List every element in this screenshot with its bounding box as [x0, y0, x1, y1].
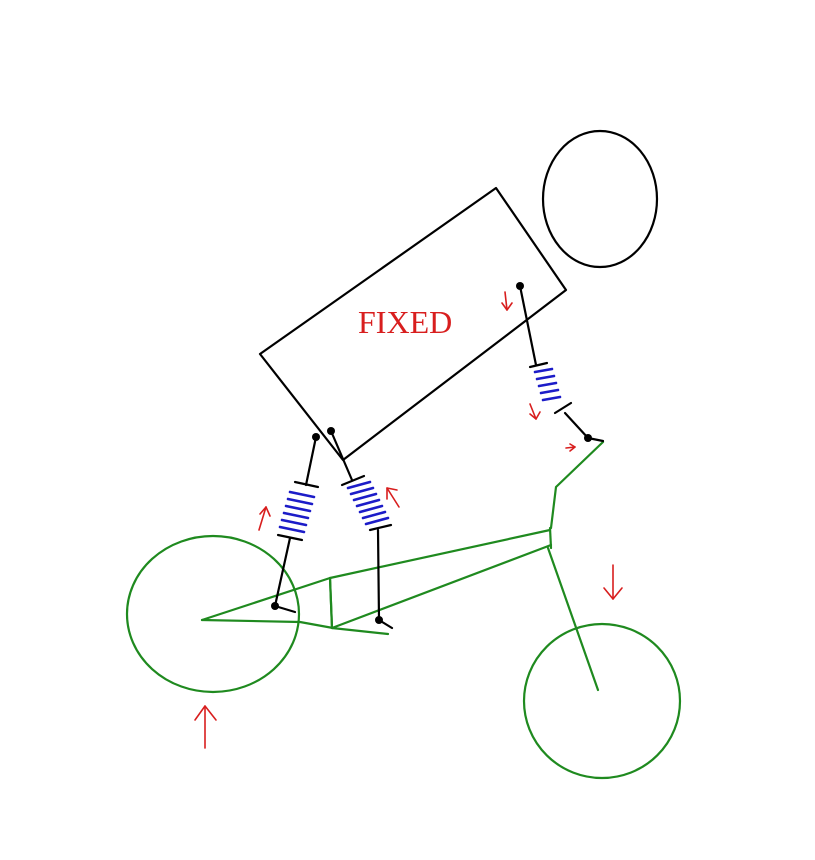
rear-foot-joint	[271, 602, 279, 610]
shoulder-joint	[516, 282, 524, 290]
rider-torso	[258, 186, 568, 462]
rear-leg-up-arrow	[258, 506, 271, 531]
rider-head	[541, 129, 659, 269]
arm-upper	[518, 284, 538, 367]
chainstay	[200, 618, 335, 630]
front-leg-up-arrow	[386, 487, 400, 508]
rear-leg-upper	[304, 435, 318, 487]
rear-wheel	[125, 534, 301, 694]
shoulder-down-arrow	[501, 291, 513, 311]
fork	[546, 546, 600, 692]
front-wheel-down-arrow	[603, 564, 623, 600]
arm-lower	[563, 411, 590, 440]
arm-spring	[528, 361, 573, 415]
rear-triangle	[200, 576, 390, 636]
front-hip-joint	[327, 427, 335, 435]
front-leg-lower	[376, 528, 381, 622]
body-label: FIXED	[358, 304, 452, 340]
seat-tube	[328, 576, 334, 630]
rider: FIXED	[258, 129, 659, 630]
arm-spring-down-arrow	[529, 403, 541, 420]
front-leg-upper	[329, 429, 354, 482]
front-foot-joint	[375, 616, 383, 624]
hand-joint	[584, 434, 592, 442]
head-tube	[548, 526, 553, 550]
front-leg-spring	[340, 474, 393, 532]
front-wheel	[522, 622, 682, 780]
rear-wheel-up-arrow	[194, 705, 217, 749]
down-tube	[330, 543, 553, 630]
stem	[549, 440, 605, 530]
handlebar-right-arrow	[565, 443, 576, 452]
rear-hip-joint	[312, 433, 320, 441]
rear-leg-spring	[276, 480, 320, 542]
rear-leg-lower	[273, 536, 292, 608]
top-tube	[328, 528, 552, 580]
bicycle	[125, 440, 682, 780]
